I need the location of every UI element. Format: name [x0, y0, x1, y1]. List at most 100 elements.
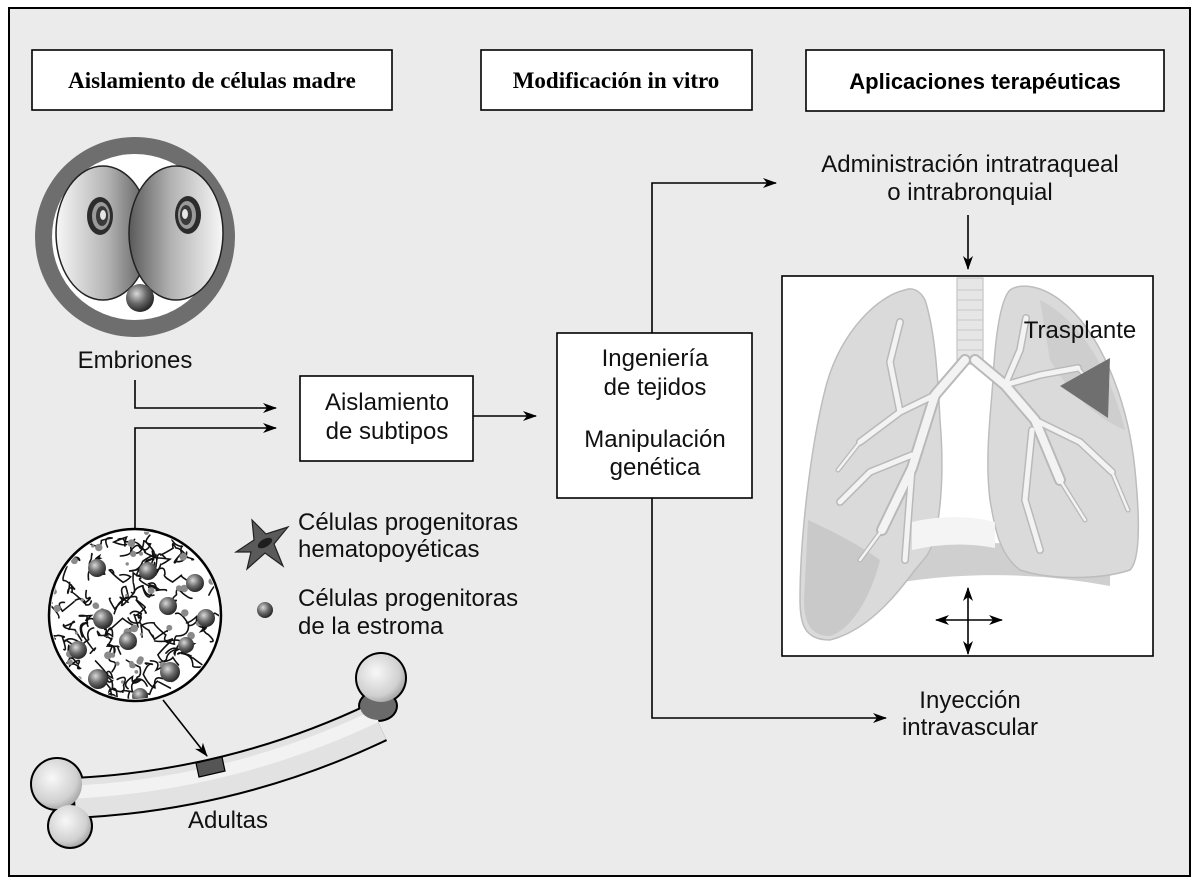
marrow-stroma-blob: [180, 584, 188, 593]
header-modification-label: Modificación in vitro: [513, 68, 720, 93]
intravascular-line-1: Inyección: [919, 687, 1020, 714]
marrow-fiber: [156, 640, 180, 662]
header-isolation-box: [31, 49, 393, 111]
header-applications-box: [805, 49, 1165, 112]
bone-illustration: [30, 652, 407, 849]
legend-hematopoietic-line-2: hematopoyéticas: [298, 536, 479, 563]
header-modification: Modificación in vitro: [480, 49, 753, 111]
marrow-fiber: [154, 553, 172, 576]
adults-label: Adultas: [188, 807, 268, 834]
bronchial-tree: [835, 314, 1131, 564]
legend-stromal-line-2: de la estroma: [298, 613, 444, 640]
marrow-stroma-blob: [104, 651, 112, 660]
arrow-modification-to-intravascular: [651, 498, 887, 723]
marrow-fiber: [107, 568, 132, 584]
marrow-stroma-blob: [115, 661, 120, 666]
blastomere-right: [128, 165, 224, 301]
header-applications-label: Aplicaciones terapéuticas: [849, 69, 1120, 94]
marrow-stroma-blob: [74, 631, 78, 635]
marrow-stroma-blob: [70, 557, 78, 565]
marrow-stroma-blob: [80, 598, 85, 602]
marrow-stroma-blob: [130, 628, 134, 632]
marrow-stroma-blob: [130, 550, 137, 558]
marrow-stroma-blob: [67, 659, 73, 665]
marrow-stroma-blob: [125, 594, 129, 597]
genetic-manipulation-line-1: Manipulación: [584, 426, 725, 453]
marrow-fiber: [51, 630, 67, 651]
header-isolation-label: Aislamiento de células madre: [68, 68, 356, 93]
marrow-fiber: [105, 636, 122, 655]
lungs-panel: Trasplante: [781, 275, 1154, 657]
marrow-stroma-blob: [53, 604, 61, 613]
subtype-isolation-box: [299, 375, 474, 462]
stromal-progenitor-cell-icon: [257, 602, 273, 618]
marrow-stroma-blob: [139, 632, 144, 636]
marrow-stroma-blob: [134, 670, 139, 674]
marrow-cell: [132, 688, 148, 699]
marrow-stroma-blob: [136, 658, 143, 665]
marrow-stroma-blob: [91, 544, 95, 548]
marrow-fiber: [160, 543, 195, 561]
marrow-fiber: [127, 610, 143, 624]
transplant-marker-icon: [1060, 358, 1110, 418]
marrow-fiber: [96, 627, 114, 638]
marrow-fiber: [140, 621, 174, 642]
marrow-fiber: [79, 621, 97, 655]
marrow-fiber: [176, 649, 204, 666]
subtype-isolation-line-2: de subtipos: [326, 418, 449, 445]
genetic-manipulation-line-2: genética: [610, 454, 701, 481]
marrow-cells: [69, 559, 215, 699]
marrow-cell: [178, 637, 194, 653]
embryo-illustration: [35, 137, 235, 337]
bone-fill: [32, 654, 405, 847]
marrow-fiber: [107, 643, 117, 673]
heart-notch: [912, 517, 995, 550]
trachea: [956, 277, 984, 365]
nucleus-right-icon: [175, 196, 201, 234]
marrow-cell: [93, 609, 113, 629]
marrow-stroma-blob: [147, 587, 155, 594]
marrow-fiber: [165, 612, 190, 646]
marrow-fiber: [62, 565, 76, 594]
marrow-cell: [119, 632, 137, 650]
header-modification-box: [480, 49, 753, 111]
marrow-stroma-blob: [166, 624, 173, 631]
bone-marrow-circle-border: [47, 527, 223, 703]
marrow-stroma-blob: [95, 543, 103, 552]
marrow-stroma-blob: [121, 680, 125, 684]
legend: Células progenitoras hematopoyéticas Cél…: [234, 509, 518, 640]
marrow-stroma-blob: [181, 609, 189, 617]
left-lung-shading: [804, 520, 880, 636]
bone-marrow-magnification: [47, 527, 223, 703]
bone-marrow-texture: [51, 531, 219, 699]
marrow-fiber: [185, 615, 209, 633]
marrow-stroma-blob: [125, 562, 129, 566]
marrow-cell: [197, 609, 215, 627]
airway-administration-line-1: Administración intratraqueal: [821, 151, 1118, 178]
embryos-label: Embriones: [78, 347, 193, 374]
marrow-stroma-blob: [175, 585, 183, 592]
subtype-isolation-step: Aislamiento de subtipos: [299, 375, 474, 462]
modification-box: [556, 332, 753, 499]
marrow-fiber: [173, 538, 188, 564]
marrow-fiber: [156, 567, 194, 584]
marrow-fiber: [78, 614, 97, 628]
marrow-cell: [88, 669, 108, 689]
marrow-fiber: [138, 620, 169, 641]
tissue-engineering-line-2: de tejidos: [604, 374, 707, 401]
subtype-isolation-line-1: Aislamiento: [325, 389, 449, 416]
move-cross-arrows-icon: [935, 587, 1003, 655]
marrow-cell: [160, 662, 180, 682]
marrow-fiber: [149, 656, 180, 672]
marrow-fiber: [138, 577, 155, 598]
intravascular-line-2: intravascular: [902, 714, 1038, 741]
marrow-cell: [69, 641, 87, 659]
header-applications: Aplicaciones terapéuticas: [805, 49, 1165, 112]
marrow-stroma-blob: [179, 553, 187, 561]
marrow-fiber: [121, 674, 143, 693]
hematopoietic-progenitor-cell-icon: [234, 518, 290, 571]
legend-stromal-line-1: Células progenitoras: [298, 585, 518, 612]
marrow-fiber: [108, 585, 129, 611]
marrow-cell: [159, 597, 177, 615]
